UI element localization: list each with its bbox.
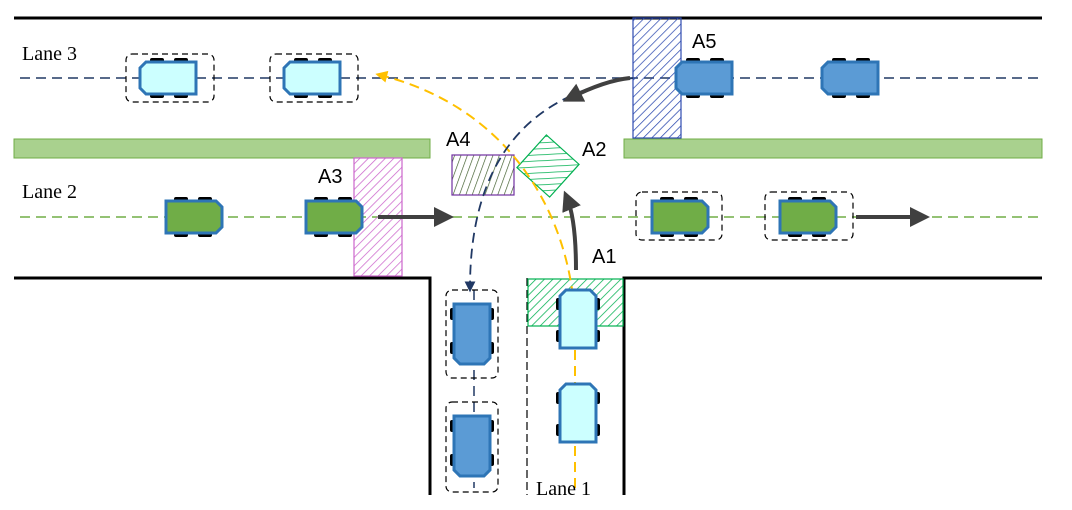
vehicle-green [164, 197, 224, 237]
area-a1-label: A1 [592, 246, 616, 268]
dashed-box [764, 191, 854, 241]
dashed-box [635, 191, 723, 241]
vehicle-green [778, 197, 838, 237]
area-a5-label: A5 [692, 31, 716, 53]
dashed-box [125, 53, 215, 103]
vehicle-light [282, 58, 342, 98]
median-left [13, 138, 431, 159]
median-right [623, 138, 1043, 159]
vehicle-a1 [556, 288, 600, 350]
a1-vehicle-arrow [562, 190, 581, 271]
vehicle-a5 [674, 58, 734, 98]
vehicle-green [650, 197, 710, 237]
lane2-label: Lane 2 [22, 181, 77, 203]
area-a4-label: A4 [446, 129, 470, 151]
lane1-path [375, 70, 576, 488]
zone-a4 [451, 154, 515, 196]
vehicles-lane2 [164, 191, 854, 241]
area-a2-label: A2 [582, 139, 606, 161]
vehicle-blue [450, 414, 494, 478]
area-a3-label: A3 [318, 166, 342, 188]
vehicle-blue [820, 58, 880, 98]
zone-a5 [632, 17, 682, 139]
road-edges [14, 16, 1042, 495]
vehicle-a3 [304, 197, 364, 237]
road-bottom-left-edge [14, 276, 432, 495]
lane3-label: Lane 3 [22, 43, 77, 65]
zone-a2 [516, 134, 580, 198]
dashed-box [445, 401, 499, 493]
vehicles-lane1 [556, 288, 600, 444]
lane1-label: Lane 1 [536, 478, 591, 500]
vehicles-outgoing [445, 289, 499, 493]
vehicle-light [556, 382, 600, 444]
road-bottom-right-edge [622, 276, 1042, 495]
vehicle-light [138, 58, 198, 98]
dashed-box [269, 53, 359, 103]
dashed-box [445, 289, 499, 379]
vehicles-lane3 [125, 53, 880, 103]
a5-vehicle-arrow [562, 76, 631, 102]
vehicle-blue [450, 302, 494, 366]
